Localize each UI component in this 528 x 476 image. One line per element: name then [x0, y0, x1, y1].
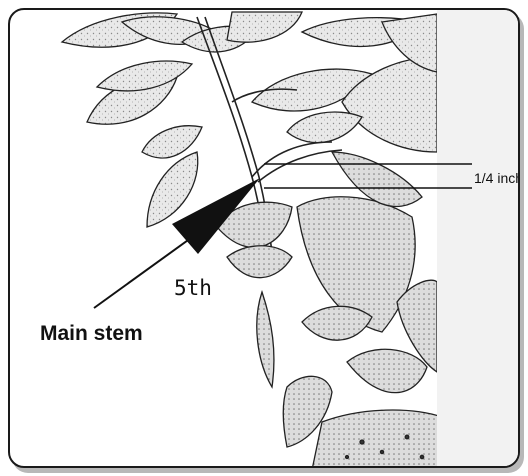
node-number-label: 5th — [174, 276, 212, 300]
pot-soil — [312, 410, 442, 468]
illustration-frame: 5th Main stem 1/4 inch — [8, 8, 520, 468]
leaf-cluster-top-left — [62, 12, 302, 227]
leaf-cluster-lower — [217, 152, 437, 447]
main-stem-label: Main stem — [40, 322, 143, 346]
right-blank-panel — [437, 10, 520, 468]
cut-height-label: 1/4 inch — [474, 170, 520, 186]
plant-illustration — [10, 10, 520, 468]
